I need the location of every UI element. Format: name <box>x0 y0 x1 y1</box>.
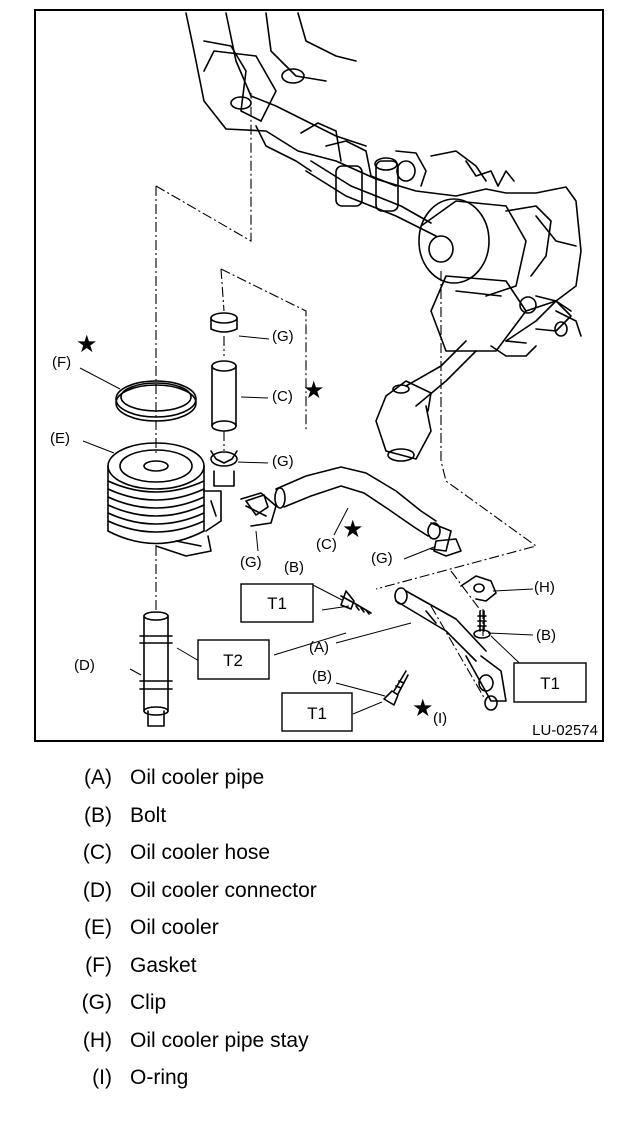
legend-letter: (D) <box>82 878 112 902</box>
callout-f: (F) <box>52 354 71 371</box>
torque-label-t1-left-upper: T1 <box>267 594 287 613</box>
star-c-vertical: ★ <box>303 377 325 404</box>
star-i: ★ <box>412 695 434 722</box>
o-ring-i-drawing <box>484 695 498 711</box>
legend-item-f: (F) Gasket <box>60 953 580 991</box>
legend-text: Oil cooler hose <box>130 841 271 864</box>
engine-block-drawing <box>185 12 582 462</box>
legend-letter: (B) <box>84 803 112 827</box>
pipe-stay-h-drawing <box>460 575 497 602</box>
legend-text: Oil cooler pipe <box>130 766 265 789</box>
torque-box-t1-left-lower: T1 <box>281 692 353 732</box>
callout-c-vertical: (C) <box>272 388 293 405</box>
bolt-b-upper <box>340 590 372 615</box>
callout-d: (D) <box>74 657 95 674</box>
callout-b-upper: (B) <box>284 559 304 576</box>
torque-box-t1-left-upper: T1 <box>240 583 314 623</box>
callout-a: (A) <box>309 639 329 656</box>
torque-box-t2: T2 <box>197 639 270 680</box>
callout-b-right: (B) <box>536 627 556 644</box>
callout-e: (E) <box>50 430 70 447</box>
clip-g-right-drawing <box>433 538 462 557</box>
legend-text: Oil cooler pipe stay <box>130 1028 309 1052</box>
legend-text: Oil cooler <box>130 916 219 939</box>
legend-item-b: (B) Bolt <box>60 803 580 841</box>
assembly-lines <box>155 93 538 702</box>
legend-item-e: (E) Oil cooler <box>60 915 580 953</box>
oil-cooler-connector-d-drawing <box>139 611 173 727</box>
legend-item-h: (H) Oil cooler pipe stay <box>60 1028 580 1066</box>
legend-item-i: (I) O-ring <box>60 1065 580 1103</box>
callout-g-joint: (G) <box>240 554 262 571</box>
legend-text: Oil cooler connector <box>130 878 317 902</box>
legend-item-g: (G) Clip <box>60 990 580 1028</box>
exploded-diagram: (F) (E) (D) (G) (C) (G) (G) (C) (G) (B) … <box>50 12 598 739</box>
oil-cooler-e-drawing <box>107 442 222 557</box>
callout-g-middle: (G) <box>272 453 294 470</box>
diagonal-hose-c-drawing <box>240 466 452 552</box>
oil-cooler-pipe-a-drawing <box>394 587 507 702</box>
callout-g-right: (G) <box>371 550 393 567</box>
callout-g-upper: (G) <box>272 328 294 345</box>
legend-letter: (G) <box>81 991 112 1014</box>
bolt-b-right <box>473 610 491 639</box>
callout-h: (H) <box>534 579 555 596</box>
legend-text: Gasket <box>130 953 197 977</box>
callout-i: (I) <box>433 710 447 727</box>
legend-text: O-ring <box>130 1066 189 1089</box>
legend-text: Clip <box>130 991 167 1014</box>
exploded-diagram-frame: (F) (E) (D) (G) (C) (G) (G) (C) (G) (B) … <box>34 9 604 742</box>
legend-letter: (F) <box>85 953 112 977</box>
legend-item-a: (A) Oil cooler pipe <box>60 765 580 803</box>
legend-letter: (A) <box>84 766 112 789</box>
legend-letter: (E) <box>84 916 112 939</box>
bolt-b-lower <box>383 670 409 706</box>
callout-c-diagonal: (C) <box>316 536 337 553</box>
legend-letter: (H) <box>82 1028 112 1052</box>
callout-b-lower: (B) <box>312 668 332 685</box>
star-c-diagonal: ★ <box>342 516 364 543</box>
legend-text: Bolt <box>130 803 167 827</box>
legend-item-c: (C) Oil cooler hose <box>60 840 580 878</box>
torque-label-t1-left-lower: T1 <box>307 704 327 723</box>
legend-letter: (C) <box>82 841 112 864</box>
vertical-hose-c-drawing <box>210 312 238 487</box>
torque-label-t2: T2 <box>223 651 243 670</box>
clip-g-joint-drawing <box>245 494 269 516</box>
parts-legend: (A) Oil cooler pipe (B) Bolt (C) Oil coo… <box>60 765 580 1103</box>
legend-letter: (I) <box>92 1066 112 1089</box>
torque-box-t1-right: T1 <box>513 662 587 703</box>
torque-label-t1-right: T1 <box>540 674 560 693</box>
legend-item-d: (D) Oil cooler connector <box>60 878 580 916</box>
star-f: ★ <box>76 331 98 358</box>
drawing-code: LU-02574 <box>532 722 598 739</box>
